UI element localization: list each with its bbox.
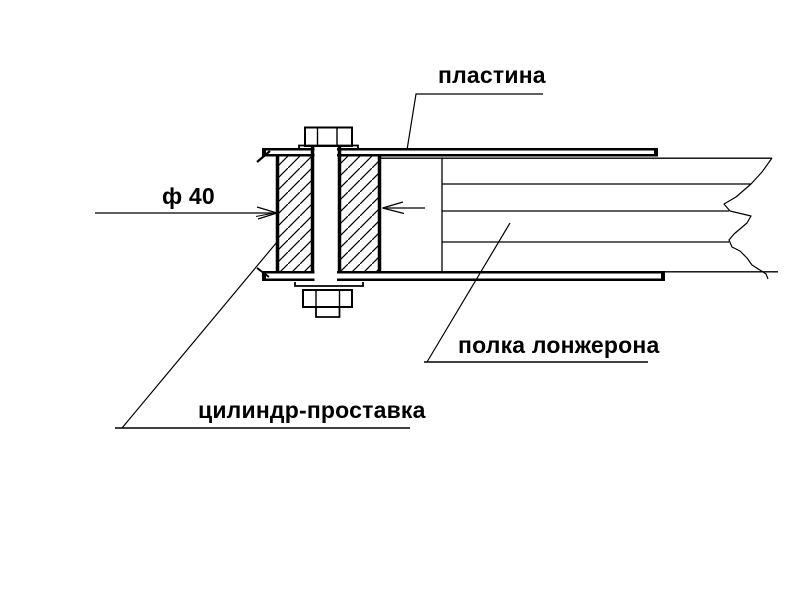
- bolt-head: [304, 126, 353, 147]
- label-plate: пластина: [438, 62, 546, 88]
- cylinder-spacer-section: [275, 146, 382, 282]
- label-cylinder-spacer: цилиндр-проставка: [198, 397, 426, 423]
- bolt-tip: [315, 307, 341, 318]
- label-diameter: ф 40: [162, 183, 215, 209]
- arrowhead-right: [382, 201, 405, 215]
- break-line: [723, 157, 773, 280]
- plate-top: [256, 148, 658, 163]
- leader-plate: [406, 93, 543, 151]
- arrowhead-left: [255, 206, 278, 220]
- nut: [302, 289, 353, 308]
- dimension-phi40: [95, 201, 425, 220]
- washer-bottom: [294, 282, 364, 287]
- leader-lines: [115, 93, 648, 429]
- bolt: [294, 126, 364, 318]
- label-spar-flange: полка лонжерона: [458, 332, 660, 358]
- leader-spar-flange: [424, 222, 648, 363]
- washer-top: [298, 144, 359, 149]
- spar: [381, 157, 778, 280]
- leader-cylinder-spacer: [115, 241, 410, 429]
- plate-bottom: [256, 267, 665, 281]
